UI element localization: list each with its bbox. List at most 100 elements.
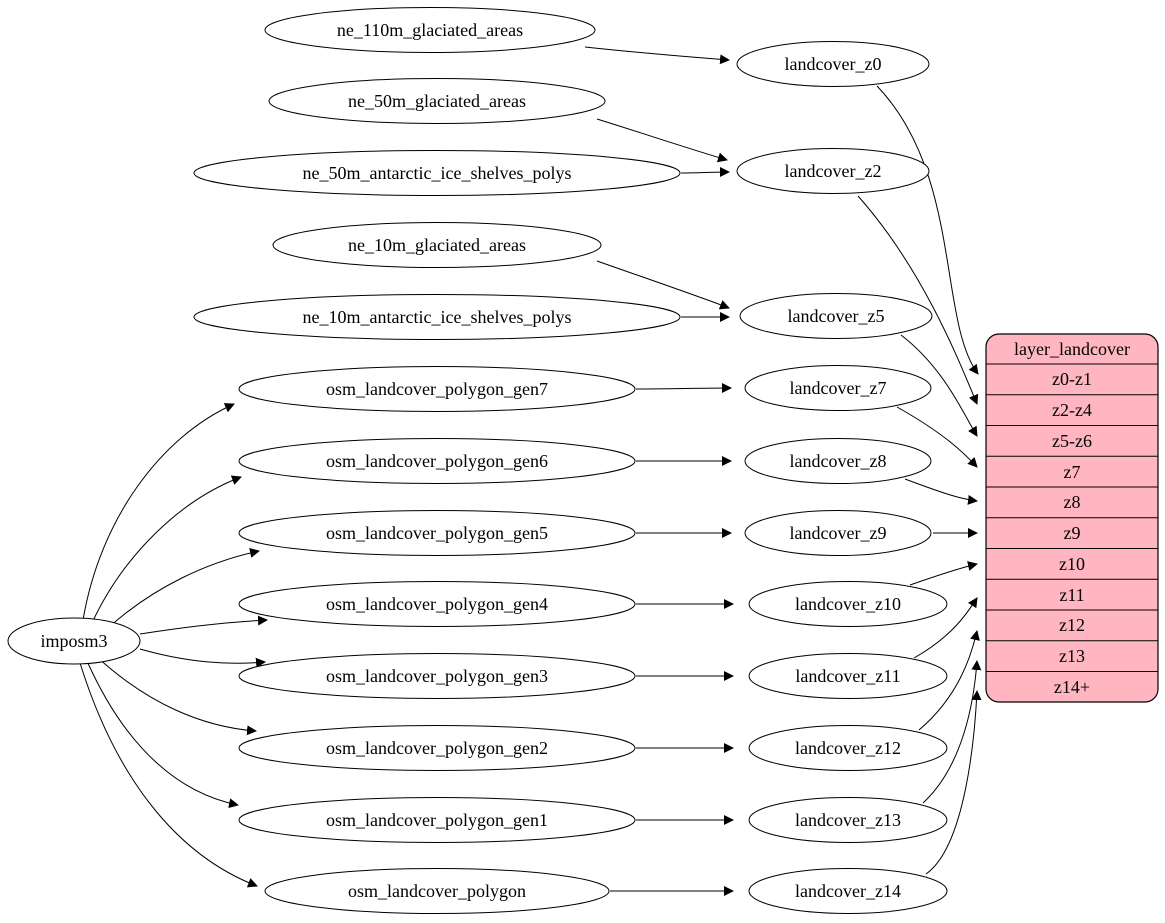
landcover-z9-label: landcover_z9	[790, 523, 887, 543]
node-landcover-z9: landcover_z9	[744, 510, 932, 556]
landcover-z0-ellipse	[736, 41, 930, 87]
edge-imposm3-to-gen1	[86, 660, 239, 809]
edge-gen7-to-z7	[635, 383, 732, 394]
node-ne-50m-antarctic-ice-shelves-polys: ne_50m_antarctic_ice_shelves_polys	[193, 150, 681, 196]
node-landcover-z5: landcover_z5	[739, 293, 933, 339]
edge-imposm3-to-gen6	[91, 475, 242, 624]
edge-z13-to-row-z13	[922, 660, 982, 804]
edge-z10-to-row-z10	[909, 561, 978, 586]
osm-landcover-polygon-gen5-label: osm_landcover_polygon_gen5	[326, 523, 548, 543]
landcover-z13-label: landcover_z13	[795, 810, 901, 830]
node-osm-landcover-polygon-gen7: osm_landcover_polygon_gen7	[238, 366, 636, 412]
record-row-z11: z11	[1059, 585, 1084, 605]
edge-z7-to-row-z7	[896, 406, 978, 468]
landcover-z14-label: landcover_z14	[795, 881, 901, 901]
edges-generalized-to-record	[857, 85, 982, 875]
ne-50m-glaciated-areas-label: ne_50m_glaciated_areas	[348, 91, 526, 111]
edge-z0-to-row-z0z1	[876, 85, 979, 375]
node-landcover-z2: landcover_z2	[736, 148, 930, 194]
node-osm-landcover-polygon-gen5: osm_landcover_polygon_gen5	[238, 510, 636, 556]
node-landcover-z0: landcover_z0	[736, 41, 930, 87]
landcover-z8-ellipse	[744, 438, 932, 484]
node-landcover-z13: landcover_z13	[748, 797, 948, 843]
ne-50m-antarctic-ice-shelves-polys-label: ne_50m_antarctic_ice_shelves_polys	[303, 163, 572, 183]
edge-imposm3-to-gen5	[106, 548, 260, 630]
landcover-z12-label: landcover_z12	[795, 738, 901, 758]
record-title: layer_landcover	[1014, 339, 1130, 359]
edge-ne110m-to-z0	[584, 46, 730, 65]
node-landcover-z11: landcover_z11	[748, 653, 948, 699]
ne-10m-glaciated-areas-label: ne_10m_glaciated_areas	[348, 235, 526, 255]
edge-imposm3-to-gen4	[139, 615, 268, 635]
osm-landcover-polygon-gen4-ellipse	[238, 581, 636, 627]
osm-landcover-polygon-gen5-ellipse	[238, 510, 636, 556]
osm-landcover-polygon-gen6-label: osm_landcover_polygon_gen6	[326, 451, 548, 471]
node-osm-landcover-polygon: osm_landcover_polygon	[264, 868, 610, 914]
edge-imposm3-to-gen3	[139, 648, 266, 668]
ne-50m-antarctic-ice-shelves-polys-ellipse	[193, 150, 681, 196]
record-row-z10: z10	[1059, 554, 1085, 574]
osm-landcover-polygon-gen3-ellipse	[238, 653, 636, 699]
record-row-z0z1: z0-z1	[1052, 369, 1092, 389]
node-landcover-z7: landcover_z7	[744, 365, 932, 411]
edge-z11-to-row-z11	[913, 597, 978, 659]
edge-imposm3-to-polygon	[79, 662, 258, 888]
ne-110m-glaciated-areas-label: ne_110m_glaciated_areas	[337, 20, 523, 40]
landcover-z5-label: landcover_z5	[788, 306, 885, 326]
record-row-z5z6: z5-z6	[1052, 431, 1092, 451]
landcover-z5-ellipse	[739, 293, 933, 339]
node-landcover-z10: landcover_z10	[748, 581, 948, 627]
edge-imposm3-to-gen2	[95, 655, 257, 736]
osm-landcover-polygon-gen2-ellipse	[238, 725, 636, 771]
edges-root-to-sources	[79, 403, 268, 888]
edge-imposm3-to-gen7	[82, 403, 235, 621]
node-landcover-z14: landcover_z14	[748, 868, 948, 914]
node-imposm3: imposm3	[7, 617, 141, 665]
edge-ne10m-glaciated-to-z5	[596, 260, 730, 310]
landcover-z8-label: landcover_z8	[790, 451, 887, 471]
ne-10m-antarctic-ice-shelves-polys-ellipse	[193, 294, 681, 340]
edge-z2-to-row-z2z4	[857, 195, 979, 405]
landcover-z10-ellipse	[748, 581, 948, 627]
node-landcover-z8: landcover_z8	[744, 438, 932, 484]
record-row-z7: z7	[1064, 462, 1081, 482]
record-row-z13: z13	[1059, 646, 1085, 666]
node-landcover-z12: landcover_z12	[748, 725, 948, 771]
node-ne-10m-antarctic-ice-shelves-polys: ne_10m_antarctic_ice_shelves_polys	[193, 294, 681, 340]
node-osm-landcover-polygon-gen1: osm_landcover_polygon_gen1	[238, 797, 636, 843]
record-row-z2z4: z2-z4	[1052, 400, 1092, 420]
record-row-z8: z8	[1064, 492, 1081, 512]
osm-landcover-polygon-gen1-label: osm_landcover_polygon_gen1	[326, 810, 548, 830]
osm-landcover-polygon-gen3-label: osm_landcover_polygon_gen3	[326, 666, 548, 686]
node-ne-10m-glaciated-areas: ne_10m_glaciated_areas	[272, 222, 602, 268]
edge-z5-to-row-z5z6	[900, 334, 978, 437]
node-osm-landcover-polygon-gen4: osm_landcover_polygon_gen4	[238, 581, 636, 627]
edge-z14-to-row-z14plus	[925, 690, 982, 875]
ne-50m-glaciated-areas-ellipse	[268, 78, 606, 124]
osm-landcover-polygon-gen7-ellipse	[238, 366, 636, 412]
ne-10m-antarctic-ice-shelves-polys-label: ne_10m_antarctic_ice_shelves_polys	[303, 307, 572, 327]
ne-10m-glaciated-areas-ellipse	[272, 222, 602, 268]
osm-landcover-polygon-label: osm_landcover_polygon	[348, 881, 526, 901]
record-layer-landcover: layer_landcover z0-z1 z2-z4 z5-z6 z7 z8 …	[985, 333, 1159, 703]
landcover-z13-ellipse	[748, 797, 948, 843]
edge-z8-to-row-z8	[904, 478, 978, 505]
imposm3-label: imposm3	[40, 631, 107, 651]
landcover-z7-label: landcover_z7	[790, 378, 887, 398]
landcover-z10-label: landcover_z10	[795, 594, 901, 614]
imposm3-ellipse	[7, 617, 141, 665]
landcover-z11-ellipse	[748, 653, 948, 699]
record-row-z12: z12	[1059, 615, 1085, 635]
landcover-z2-label: landcover_z2	[785, 161, 882, 181]
node-ne-110m-glaciated-areas: ne_110m_glaciated_areas	[264, 7, 596, 53]
landcover-z11-label: landcover_z11	[795, 666, 900, 686]
landcover-z7-ellipse	[744, 365, 932, 411]
osm-landcover-polygon-ellipse	[264, 868, 610, 914]
landcover-z9-ellipse	[744, 510, 932, 556]
edges-sources-to-generalized	[584, 46, 734, 897]
edge-z12-to-row-z12	[918, 630, 980, 731]
edge-ne50m-glaciated-to-z2	[596, 118, 728, 163]
edge-ne50m-antarctic-to-z2	[680, 167, 730, 178]
node-osm-landcover-polygon-gen2: osm_landcover_polygon_gen2	[238, 725, 636, 771]
